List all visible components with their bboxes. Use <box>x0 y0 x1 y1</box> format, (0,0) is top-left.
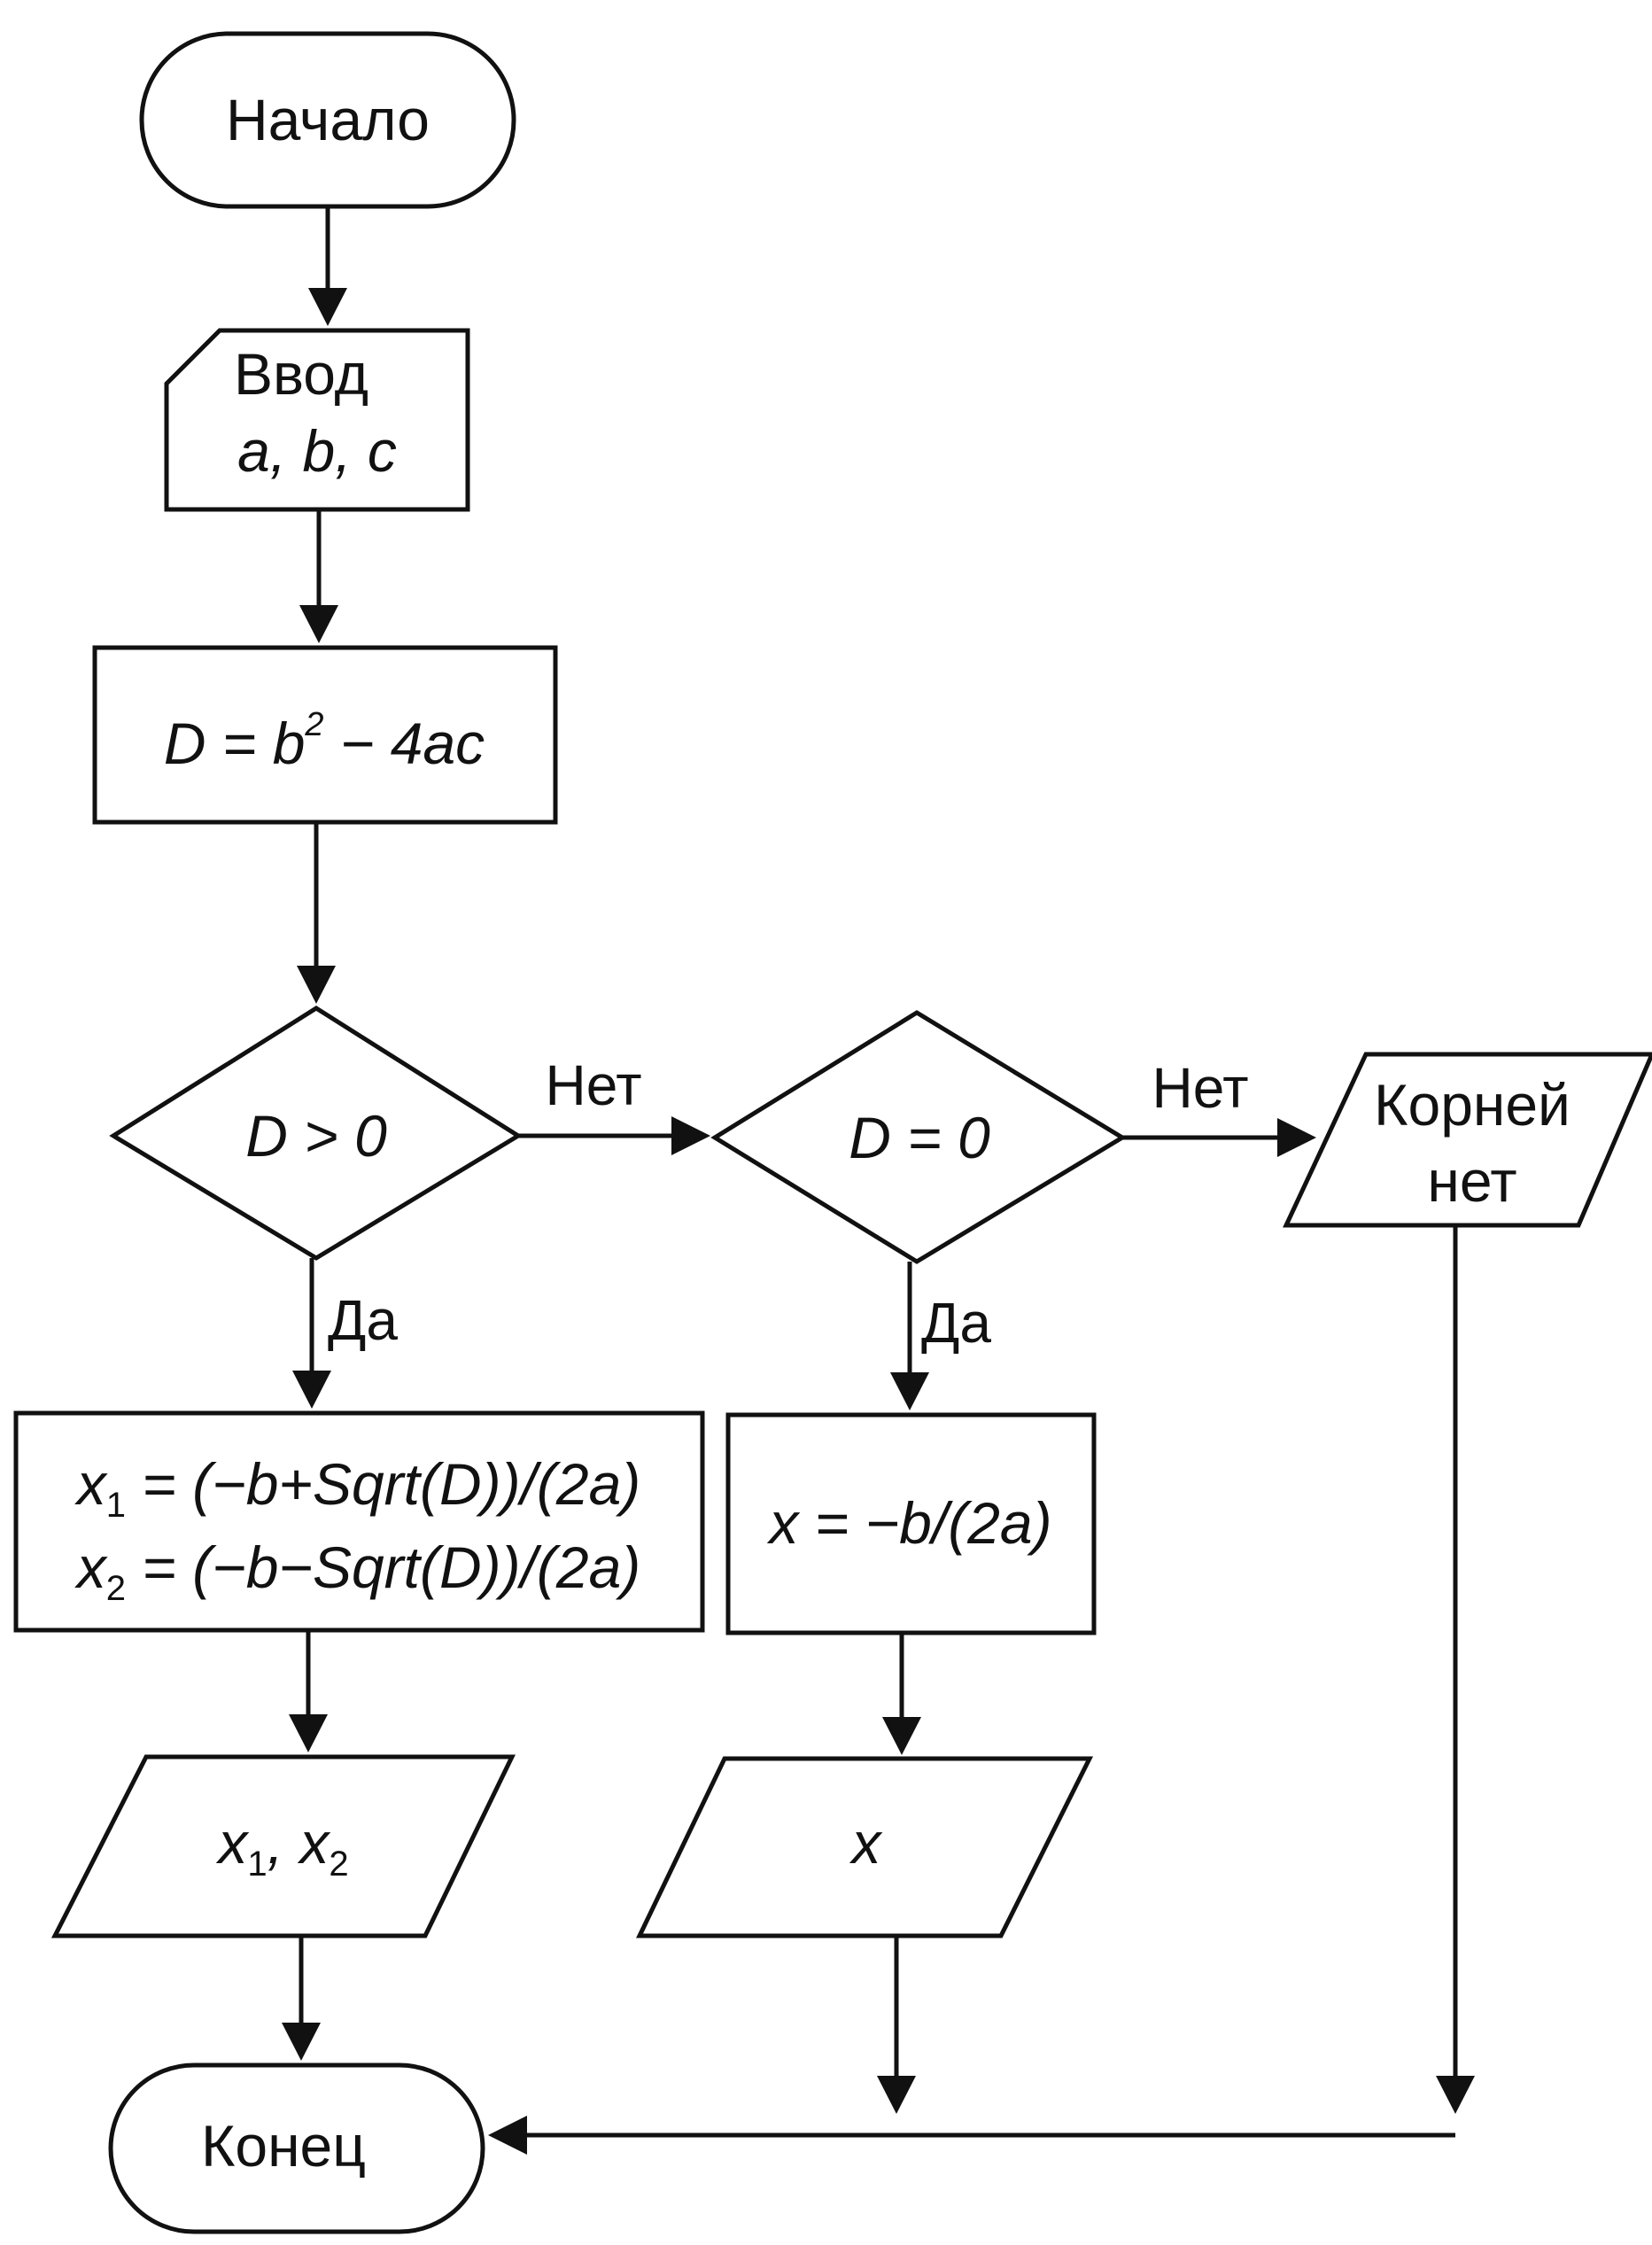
arrow-head <box>297 966 336 1004</box>
decision-d-positive: D > 0 <box>109 1006 523 1261</box>
no-roots-output: Корней нет <box>1283 1052 1652 1228</box>
edge-label-d-zero-yes: Да <box>921 1291 991 1355</box>
discriminant-formula: D = b2 − 4ac <box>164 706 485 776</box>
arrow-head <box>308 288 347 326</box>
input-label: Ввод <box>234 341 368 407</box>
edge-label-d-positive-yes: Да <box>328 1288 398 1352</box>
input-vars: a, b, c <box>237 418 397 484</box>
edge-labels: Нет Да Нет Да <box>328 1053 1249 1355</box>
formula-x: x = −b/(2a) <box>766 1490 1051 1556</box>
end-terminator: Конец <box>108 2062 485 2234</box>
two-roots-process: x1 = (−b+Sqrt(D))/(2a) x2 = (−b−Sqrt(D))… <box>13 1410 705 1633</box>
arrow-head <box>877 2076 916 2114</box>
no-roots-line1: Корней <box>1374 1072 1571 1138</box>
edge-label-d-zero-no: Нет <box>1152 1056 1249 1120</box>
arrow-head <box>289 1714 328 1752</box>
formula-x2: x2 = (−b−Sqrt(D))/(2a) <box>74 1534 641 1608</box>
edge-label-d-positive-no: Нет <box>546 1053 642 1117</box>
input-block: Ввод a, b, c <box>164 328 470 512</box>
arrow-head <box>282 2023 321 2061</box>
arrow-head <box>299 605 338 643</box>
start-terminator: Начало <box>139 31 516 209</box>
output-one-root-label: x <box>849 1810 883 1876</box>
output-two-roots-label: x1, x2 <box>215 1810 348 1884</box>
connectors <box>282 206 1475 2155</box>
arrow-head <box>1436 2076 1475 2114</box>
end-label: Конец <box>201 2113 366 2179</box>
decision-d-zero-label: D = 0 <box>849 1105 990 1170</box>
output-one-root: x <box>636 1756 1094 1938</box>
arrow-head <box>292 1371 331 1409</box>
output-two-roots: x1, x2 <box>50 1754 516 1938</box>
decision-d-positive-label: D > 0 <box>245 1103 387 1169</box>
arrow-head <box>882 1717 921 1755</box>
arrow-head <box>890 1372 929 1410</box>
discriminant-process: D = b2 − 4ac <box>92 645 558 825</box>
formula-x1: x1 = (−b+Sqrt(D))/(2a) <box>74 1451 641 1525</box>
no-roots-line2: нет <box>1427 1148 1516 1214</box>
arrow-head <box>671 1116 710 1155</box>
decision-d-zero: D = 0 <box>710 1010 1127 1264</box>
one-root-process: x = −b/(2a) <box>725 1412 1097 1635</box>
start-label: Начало <box>226 87 430 152</box>
arrow-head <box>488 2116 527 2155</box>
arrow-head <box>1277 1118 1316 1157</box>
